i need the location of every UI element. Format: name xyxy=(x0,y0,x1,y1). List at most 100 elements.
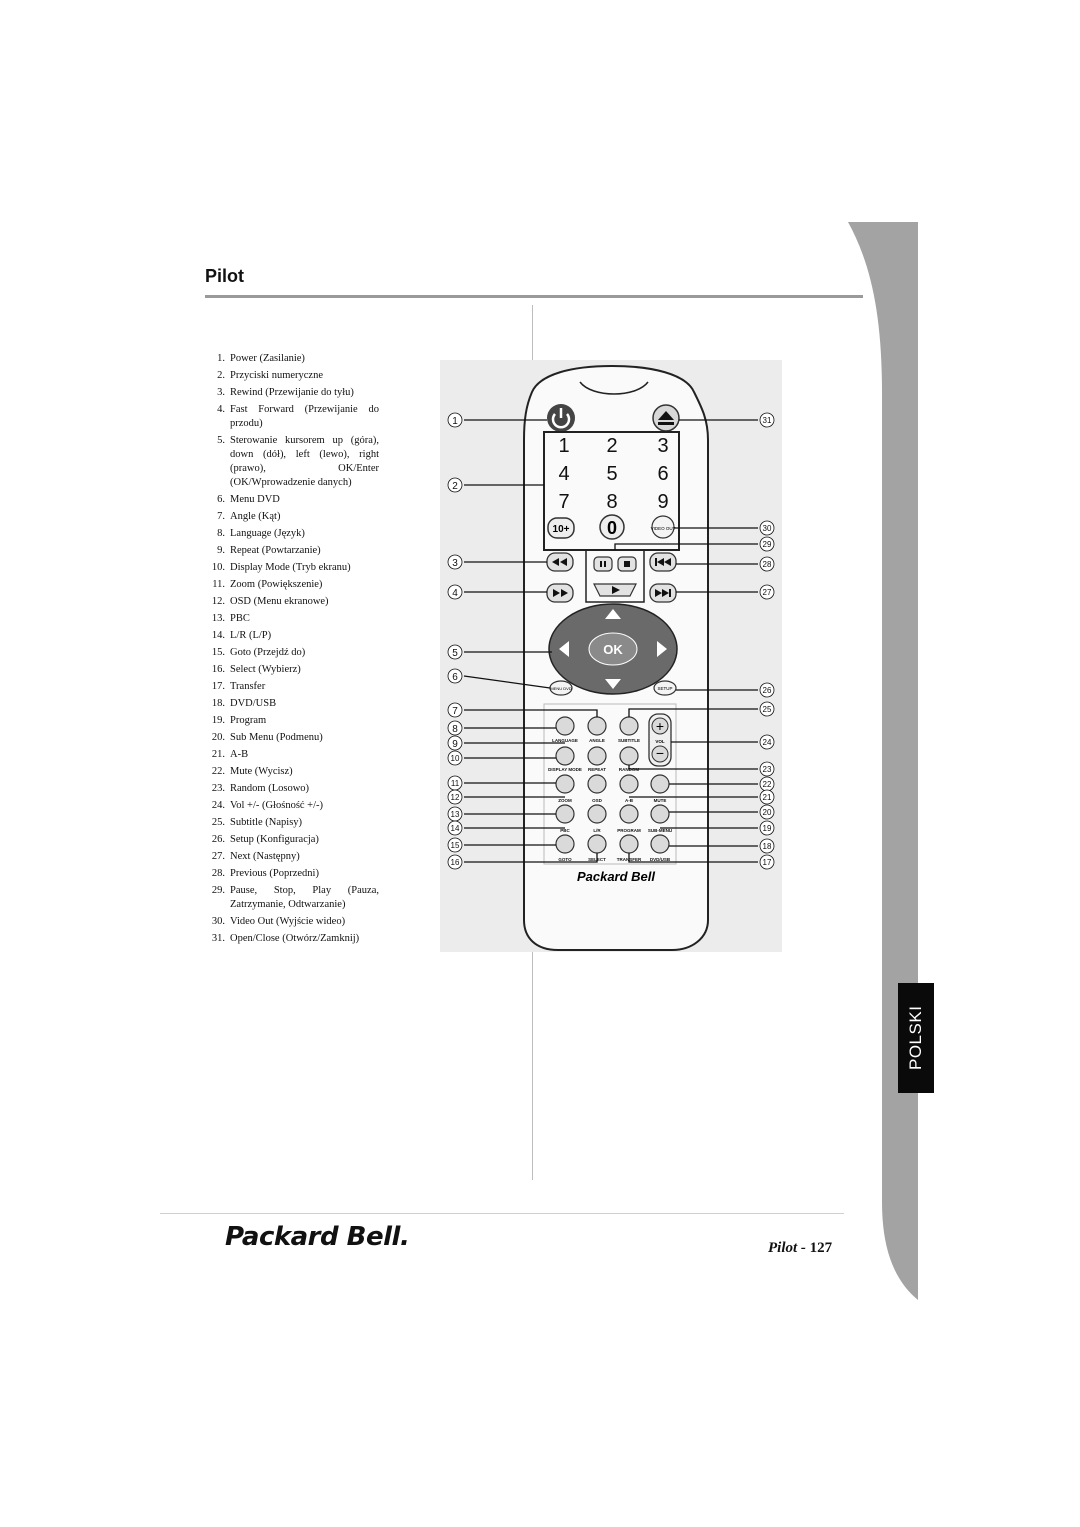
program-button[interactable] xyxy=(619,804,639,824)
setup-button[interactable] xyxy=(653,680,677,696)
osd-button[interactable] xyxy=(587,774,607,794)
svg-text:31: 31 xyxy=(763,416,772,425)
svg-text:10: 10 xyxy=(451,754,460,763)
svg-text:15: 15 xyxy=(451,841,460,850)
power-button[interactable] xyxy=(547,404,575,432)
callout-right: 31 xyxy=(759,412,775,428)
legend-item: 14.L/R (L/P) xyxy=(211,630,272,641)
eject-button[interactable] xyxy=(652,404,680,432)
dvd-usb-label: DVD/USB xyxy=(650,857,671,862)
previous-button[interactable] xyxy=(649,552,677,572)
digit-3-button[interactable]: 3 xyxy=(657,435,668,457)
ab-button[interactable] xyxy=(619,774,639,794)
rewind-button[interactable] xyxy=(546,552,574,572)
volume-down-button[interactable] xyxy=(651,745,669,763)
svg-text:29: 29 xyxy=(763,540,772,549)
repeat-button[interactable] xyxy=(587,746,607,766)
footer-brand-logo: Packard Bell. xyxy=(225,1222,410,1252)
digit-7-button[interactable]: 7 xyxy=(558,491,569,513)
lr-label: L/R xyxy=(593,828,601,833)
side-tab xyxy=(848,222,918,1300)
button-legend: 1.Power (Zasilanie) 2.Przyciski numerycz… xyxy=(205,352,379,949)
navigation-pad[interactable] xyxy=(548,603,678,695)
legend-item: 7.Angle (Kąt) xyxy=(217,511,281,522)
callout-left: 1 xyxy=(447,412,463,428)
display-mode-label: DISPLAY MODE xyxy=(548,767,582,772)
svg-text:17: 17 xyxy=(763,858,772,867)
sub-menu-button[interactable] xyxy=(650,804,670,824)
next-button[interactable] xyxy=(649,583,677,603)
goto-button[interactable] xyxy=(555,834,575,854)
select-button[interactable] xyxy=(587,834,607,854)
volume-up-button[interactable] xyxy=(651,717,669,735)
angle-label: ANGLE xyxy=(589,738,605,743)
legend-item: 31.Open/Close (Otwórz/Zamknij) xyxy=(211,933,360,944)
digit-1-button[interactable]: 1 xyxy=(558,435,569,457)
digit-5-button[interactable]: 5 xyxy=(606,463,617,485)
language-button[interactable] xyxy=(555,716,575,736)
page-number: 127 xyxy=(809,1240,833,1256)
digit-0-button[interactable]: 0 xyxy=(607,518,617,538)
legend-item: 11.Zoom (Powiększenie) xyxy=(212,579,323,590)
display-mode-button[interactable] xyxy=(555,746,575,766)
svg-text:13: 13 xyxy=(451,810,460,819)
osd-label: OSD xyxy=(592,798,603,803)
svg-text:19: 19 xyxy=(763,824,772,833)
callout-right: 18 xyxy=(759,838,775,854)
title-rule xyxy=(205,295,863,298)
digit-6-button[interactable]: 6 xyxy=(657,463,668,485)
callout-left: 15 xyxy=(447,837,463,853)
play-button[interactable] xyxy=(593,583,637,597)
svg-text:28: 28 xyxy=(763,560,772,569)
video-out-button[interactable]: VIDEO OUT xyxy=(651,526,676,531)
subtitle-label: SUBTITLE xyxy=(618,738,640,743)
callout-left: 14 xyxy=(447,820,463,836)
random-button[interactable] xyxy=(619,746,639,766)
mute-button[interactable] xyxy=(650,774,670,794)
transfer-button[interactable] xyxy=(619,834,639,854)
pbc-button[interactable] xyxy=(555,804,575,824)
digit-2-button[interactable]: 2 xyxy=(606,435,617,457)
digit-4-button[interactable]: 4 xyxy=(558,463,569,485)
zoom-button[interactable] xyxy=(555,774,575,794)
angle-button[interactable] xyxy=(587,716,607,736)
callout-right: 22 xyxy=(759,776,775,792)
legend-item: 10.Display Mode (Tryb ekranu) xyxy=(211,562,351,573)
legend-item: 6.Menu DVD xyxy=(217,494,280,505)
svg-text:5: 5 xyxy=(452,648,458,659)
svg-text:8: 8 xyxy=(452,724,458,735)
fast-forward-button[interactable] xyxy=(546,583,574,603)
language-tab: POLSKI xyxy=(898,983,934,1093)
language-label: LANGUAGE xyxy=(552,738,578,743)
remote-brand-logo: Packard Bell xyxy=(577,869,655,884)
svg-text:2: 2 xyxy=(452,481,458,492)
svg-text:24: 24 xyxy=(763,738,772,747)
digit-8-button[interactable]: 8 xyxy=(606,491,617,513)
legend-item: 30.Video Out (Wyjście wideo) xyxy=(211,916,346,927)
lr-button[interactable] xyxy=(587,804,607,824)
legend-item: 1.Power (Zasilanie) xyxy=(217,353,305,364)
dvd-usb-button[interactable] xyxy=(650,834,670,854)
legend-item: 21.A-B xyxy=(211,749,249,760)
svg-text:22: 22 xyxy=(763,780,772,789)
callout-left: 5 xyxy=(447,644,463,660)
sub-menu-label: SUB-MENU xyxy=(648,828,672,833)
legend-item: 25.Subtitle (Napisy) xyxy=(211,817,303,828)
footer-rule xyxy=(160,1213,844,1214)
callout-right: 27 xyxy=(759,584,775,600)
subtitle-button[interactable] xyxy=(619,716,639,736)
ok-button[interactable]: OK xyxy=(603,642,623,657)
callout-left: 13 xyxy=(447,806,463,822)
digit-9-button[interactable]: 9 xyxy=(657,491,668,513)
callout-left: 3 xyxy=(447,554,463,570)
pause-button[interactable] xyxy=(593,556,613,572)
goto-label: GOTO xyxy=(558,857,572,862)
callout-left: 2 xyxy=(447,477,463,493)
stop-button[interactable] xyxy=(617,556,637,572)
legend-item: 26.Setup (Konfiguracja) xyxy=(211,834,319,845)
digit-10plus-button[interactable]: 10+ xyxy=(553,524,570,535)
repeat-label: REPEAT xyxy=(588,767,606,772)
svg-text:21: 21 xyxy=(763,793,772,802)
legend-item: 8.Language (Język) xyxy=(217,528,305,539)
mute-label: MUTE xyxy=(654,798,667,803)
